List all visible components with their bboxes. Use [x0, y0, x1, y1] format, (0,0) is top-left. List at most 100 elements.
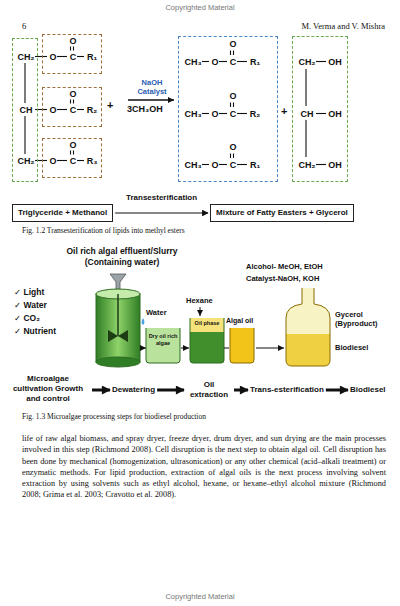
- chemical-symbol: C: [70, 105, 77, 116]
- process-step: Oil extraction: [186, 380, 232, 400]
- node-text: Triglyceride + Methanol: [18, 208, 107, 218]
- chemical-symbol: C: [230, 109, 237, 120]
- chemical-symbol: CH₃: [184, 160, 201, 171]
- figure-caption: Fig. 1.2 Transesterification of lipids i…: [22, 226, 185, 235]
- chemical-bonds: [25, 47, 326, 165]
- bond: [77, 160, 84, 161]
- bond: [24, 63, 25, 103]
- flow-arrow: [326, 389, 348, 392]
- chemical-symbol: C: [230, 160, 237, 171]
- requirement-item: ✓ Light: [14, 287, 44, 298]
- bond: [316, 61, 326, 62]
- flow-arrow: [157, 389, 184, 392]
- figure-heading: Oil rich algal effluent/Slurry (Containi…: [52, 246, 192, 267]
- algal-oil-beaker: [230, 328, 254, 363]
- requirement-item: ✓ CO₂: [14, 313, 40, 324]
- chemical-symbol: CH₂: [299, 57, 316, 68]
- chemical-symbol: CH: [20, 105, 33, 116]
- node-text: Mixture of Fatty Easters + Glycerol: [216, 208, 348, 218]
- chemical-symbol: OH: [328, 109, 342, 120]
- product-label: Gycerol (Byproduct): [335, 310, 393, 328]
- bond: [57, 109, 67, 110]
- chemical-symbol: O: [49, 52, 56, 63]
- node-text: Dewatering: [112, 385, 155, 395]
- chemical-symbol: CH₃: [184, 109, 201, 120]
- stirrer-blade: [108, 330, 128, 342]
- bond: [237, 113, 247, 114]
- chemical-symbol: CH₂: [18, 156, 35, 167]
- chemical-symbol: C: [70, 52, 77, 63]
- chemical-symbol: C: [70, 156, 77, 167]
- part-label: Algal oil: [226, 316, 253, 325]
- chemical-symbol: O: [211, 109, 218, 120]
- bond: [237, 164, 247, 165]
- chemical-symbol: O: [211, 160, 218, 171]
- part-label: Oil phase: [190, 320, 224, 327]
- node-text: Biodiesel: [350, 385, 386, 395]
- flask-guide: [286, 288, 330, 366]
- bond: [316, 164, 326, 165]
- bond: [316, 113, 326, 114]
- bond: [202, 113, 209, 114]
- chemical-symbol: CH₃: [184, 57, 201, 68]
- fatty-acid-box: OOCR₂: [42, 87, 102, 127]
- bond: [202, 61, 209, 62]
- chemical-symbol: R₁: [250, 160, 260, 171]
- feed-funnel: [110, 274, 126, 290]
- process-step: Microalgae cultivation Growth and contro…: [6, 374, 90, 404]
- bond: [305, 120, 306, 157]
- product-box: Mixture of Fatty Easters + Glycerol: [210, 204, 354, 222]
- stirrer-shaft: [117, 294, 119, 336]
- fatty-acid-box: OOCR₃: [42, 138, 102, 178]
- requirement-item: ✓ Nutrient: [14, 326, 56, 337]
- chemical-symbol: O: [229, 91, 236, 102]
- reagent-label: Alcohol- MeOH, EtOH: [246, 262, 323, 271]
- glycerol-box: CH₂OHCHOHCH₂OH: [292, 36, 348, 182]
- chemical-symbol: CH₂: [299, 160, 316, 171]
- chemical-symbol: O: [229, 142, 236, 153]
- process-step: Dewatering: [112, 385, 155, 395]
- edge-label: Transesterification: [125, 193, 198, 203]
- catalyst-label: NaOH Catalyst: [130, 78, 174, 96]
- flow-arrow: [234, 389, 248, 392]
- chemical-symbol: O: [49, 105, 56, 116]
- algae-layer: [190, 332, 224, 363]
- plus-sign: +: [281, 104, 287, 118]
- page-number: 6: [22, 21, 26, 32]
- hexane-arrow: [200, 307, 201, 316]
- glycerol-layer: [286, 288, 330, 334]
- bond: [24, 116, 25, 154]
- water-drop: [142, 318, 145, 325]
- process-arrow: [224, 348, 229, 349]
- chemical-symbol: R₂: [87, 105, 98, 116]
- bond: [219, 113, 227, 114]
- process-arrow: [181, 348, 189, 349]
- process-step: Trans-esterification: [250, 385, 324, 395]
- part-label: Dry oil rich algae: [148, 333, 178, 346]
- bond: [35, 56, 47, 57]
- reagent-formula: 3CH₃OH: [127, 104, 163, 115]
- biodiesel-layer: [286, 334, 330, 366]
- chemical-symbol: OH: [328, 57, 342, 68]
- chemical-symbol: CH₂: [18, 52, 35, 63]
- process-arrow: [256, 348, 284, 349]
- bond: [237, 61, 247, 62]
- methyl-ester-box: OCH₃OCR₁OCH₃OCR₂OCH₃OCR₁: [178, 36, 278, 182]
- bond: [77, 109, 84, 110]
- part-label: Hexane: [186, 296, 213, 305]
- chemical-symbol: R₃: [87, 156, 98, 167]
- chemical-symbol: R₁: [250, 57, 260, 68]
- chemical-symbol: CH: [301, 109, 314, 120]
- chemical-symbol: O: [69, 140, 76, 151]
- bond: [219, 61, 227, 62]
- flow-arrow: [115, 212, 208, 213]
- fatty-acid-box: OOCR₁: [42, 34, 102, 74]
- bond: [35, 109, 47, 110]
- glycerol-backbone-box: CH₂ CH CH₂: [12, 38, 38, 182]
- chemical-symbol: R₂: [250, 109, 261, 120]
- process-step: Biodiesel: [350, 385, 386, 395]
- body-paragraph: life of raw algal biomass, and spray dry…: [22, 433, 386, 501]
- flow-arrow: [92, 389, 110, 392]
- chemical-symbol: O: [69, 89, 76, 100]
- node-text: Oil extraction: [186, 380, 232, 400]
